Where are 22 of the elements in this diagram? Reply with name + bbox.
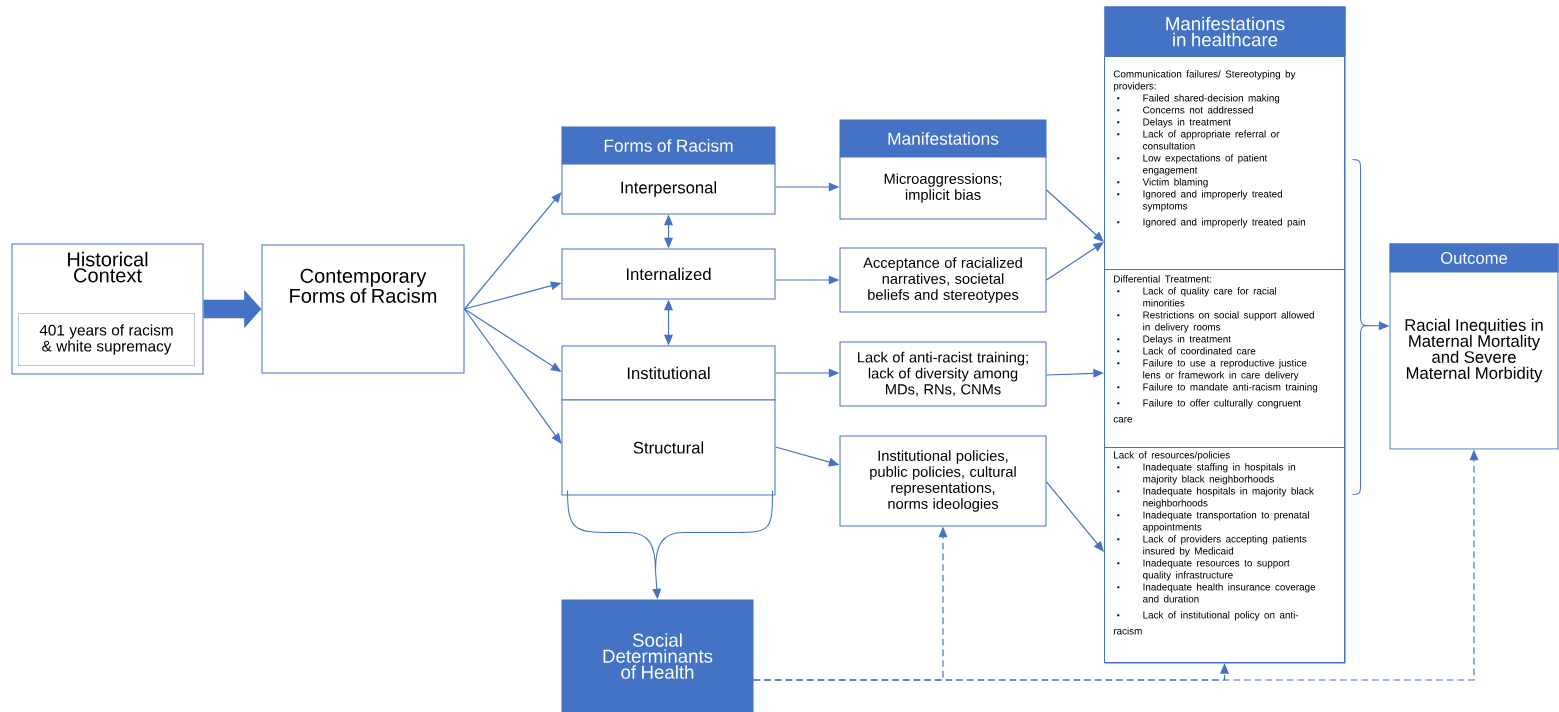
process-box: Interpersonal	[561, 163, 776, 215]
process-box: Microaggressions; implicit bias	[839, 156, 1047, 220]
titled-panel: Outcome Racial Inequities in Maternal Mortality and Severe Maternal Morbidity	[1389, 243, 1559, 450]
arrow	[1045, 242, 1104, 281]
header-box: Manifestations	[839, 119, 1047, 158]
bullet-list-section: Lack of resources/policies Inadequate staffing in hospitals in majority black neighborhoods Inadequate hospitals in majority black neighborhoods Inadequate transportation to prenatal appointments Lack of providers accepting patients insured by Medicaid Inadequate resources to support quality infrastructure Inadequate health insurance coverage and duration Lack of institutional policy on anti-racism	[1104, 447, 1345, 663]
header-box: Forms of Racism	[561, 126, 776, 165]
arrow	[463, 192, 562, 310]
header-box: Social Determinants of Health	[561, 599, 754, 712]
bullet-list-section: Differential Treatment: Lack of quality care for racial minorities Restrictions on social support allowed in delivery rooms Delays in treatment Lack of coordinated care Failure to use a reproductive justice lens or framework in care delivery Failure to mandate anti-racism training Failure to offer culturally congruent care	[1104, 269, 1345, 448]
inner-box: 401 years of racism & white supremacy	[18, 313, 195, 366]
process-box: Acceptance of racialized narratives, societal beliefs and stereotypes	[839, 247, 1047, 313]
process-box: Institutional policies, public policies, cultural representations, norms ideologies	[839, 435, 1047, 527]
arrow	[1045, 189, 1104, 242]
arrow	[1045, 481, 1104, 552]
process-box: Lack of anti-racist training; lack of diversity among MDs, RNs, CNMs	[839, 341, 1047, 407]
arrow	[463, 308, 562, 444]
process-box: Institutional	[561, 345, 776, 401]
process-box: Internalized	[561, 248, 776, 300]
process-box: Contemporary Forms of Racism	[261, 244, 465, 374]
bullet-list-section: Communication failures/ Stereotyping by providers: Failed shared-decision making Concerns not addressed Delays in treatment Lack of appropriate referral or consultation Low expectations of patient engagement Victim blaming Ignored and improperly treated symptoms Ignored and improperly treated pain	[1104, 56, 1345, 270]
process-box: Structural	[561, 399, 776, 496]
